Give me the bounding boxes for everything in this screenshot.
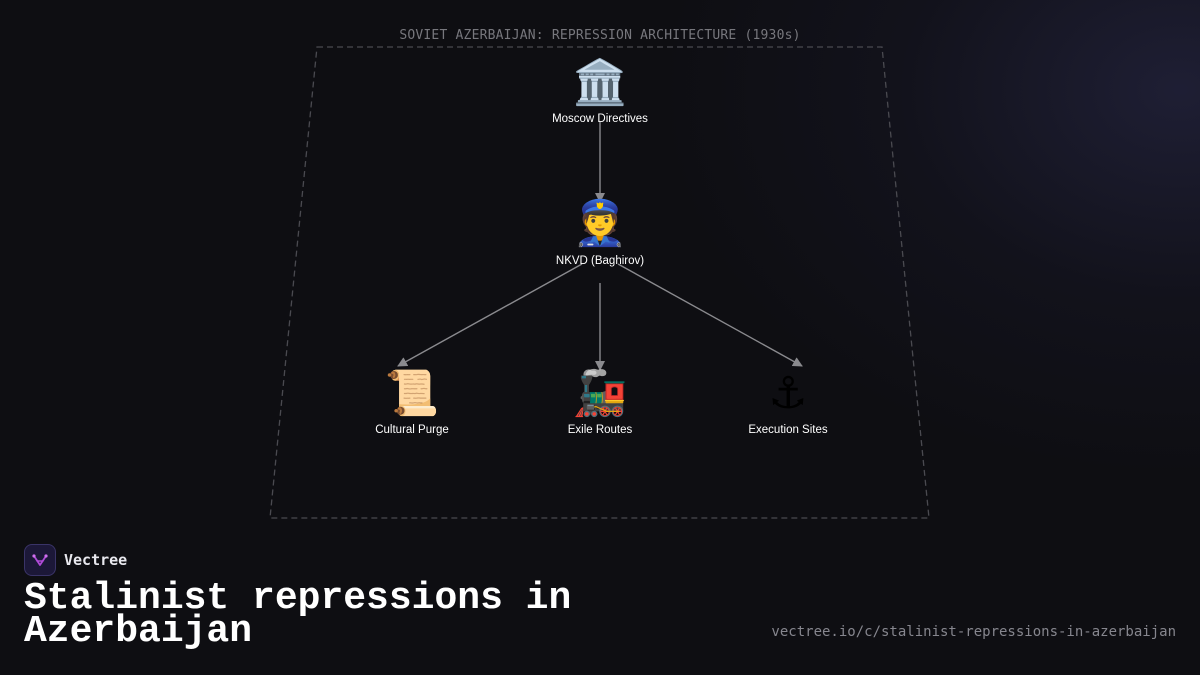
- vectree-logo-icon: [24, 544, 56, 576]
- diagram-frame: [269, 46, 930, 519]
- node-label: Moscow Directives: [552, 113, 648, 125]
- node-purge[interactable]: 📜 Cultural Purge: [375, 368, 449, 436]
- police-officer-icon: 👮: [573, 196, 628, 249]
- node-exile[interactable]: 🚂 Exile Routes: [568, 368, 633, 436]
- brand-name: Vectree: [64, 551, 128, 569]
- node-label: Execution Sites: [748, 424, 828, 436]
- node-execution[interactable]: ⚓ Execution Sites: [748, 368, 828, 436]
- node-label: Cultural Purge: [375, 424, 449, 436]
- page-url[interactable]: vectree.io/c/stalinist-repressions-in-az…: [771, 624, 1176, 640]
- brand: Vectree: [24, 544, 127, 576]
- page-title: Stalinist repressions in Azerbaijan: [24, 577, 572, 653]
- diagram-frame-title: SOVIET AZERBAIJAN: REPRESSION ARCHITECTU…: [399, 28, 800, 43]
- nodes-layer: 🏛️ Moscow Directives 👮 NKVD (Baghirov) 📜 Cult…: [375, 57, 828, 436]
- edges-layer: [397, 122, 803, 371]
- anchor-icon: ⚓: [768, 368, 807, 419]
- classical-building-icon: 🏛️: [573, 57, 628, 108]
- edge-nkvd-to-purge: [397, 263, 583, 367]
- edge-nkvd-to-execution: [617, 263, 803, 367]
- node-label: Exile Routes: [568, 424, 633, 436]
- node-nkvd[interactable]: 👮 NKVD (Baghirov): [556, 196, 644, 267]
- node-moscow[interactable]: 🏛️ Moscow Directives: [552, 57, 648, 125]
- scroll-icon: 📜: [385, 368, 440, 419]
- node-label: NKVD (Baghirov): [556, 255, 644, 267]
- locomotive-icon: 🚂: [573, 368, 628, 419]
